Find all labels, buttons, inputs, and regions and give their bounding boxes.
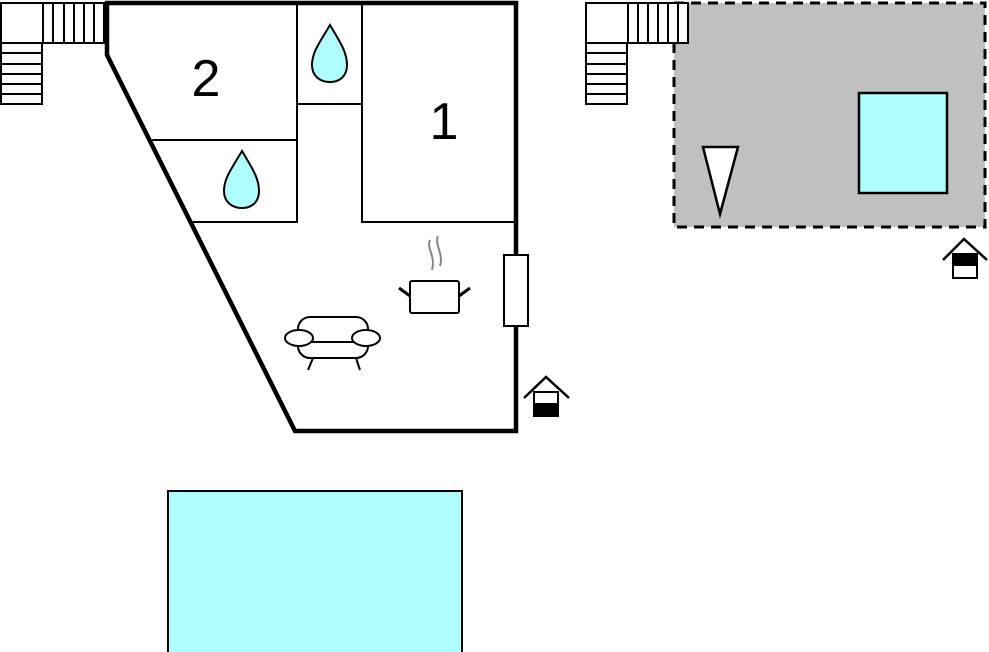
stairs-icon-right <box>585 2 689 105</box>
bathroom-drop-icon <box>310 23 349 84</box>
kitchen-pot-icon <box>398 235 471 314</box>
entrance-house-icon <box>523 375 570 417</box>
interior-walls <box>152 3 516 223</box>
pool-small <box>857 91 949 195</box>
entrance-house-icon <box>942 237 988 279</box>
bathroom-drop-icon <box>222 149 261 210</box>
pool <box>167 490 463 652</box>
window <box>503 254 529 327</box>
room-label-1: 1 <box>430 93 459 151</box>
room-label-2: 2 <box>192 50 221 108</box>
outer-wall <box>104 0 519 434</box>
stairs-icon-left <box>0 2 105 105</box>
living-sofa-icon <box>284 316 381 371</box>
parasol-icon <box>701 145 740 219</box>
